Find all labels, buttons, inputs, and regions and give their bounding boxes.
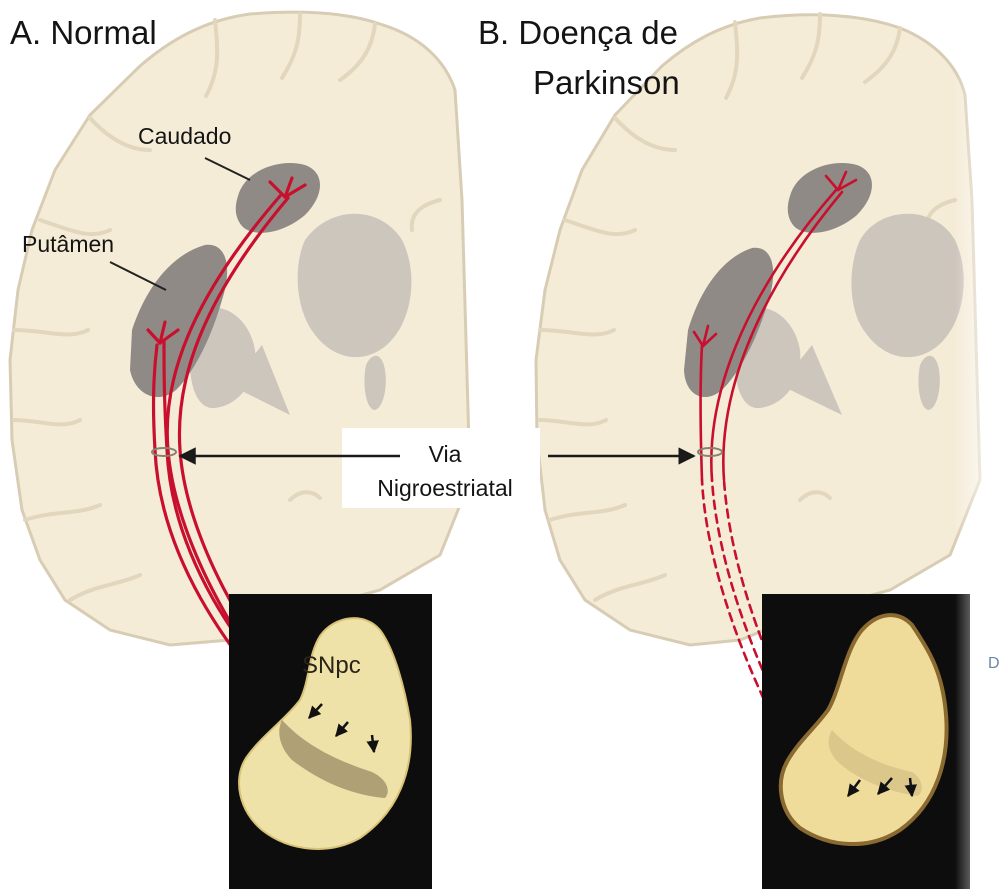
stray-glyph: D bbox=[988, 655, 1000, 672]
snpc-photo-normal: SNpc bbox=[229, 594, 432, 889]
pathway-label-line2: Nigroestriatal bbox=[377, 475, 513, 501]
panel-b-brain-section bbox=[536, 14, 980, 645]
panel-a-title: A. Normal bbox=[10, 14, 157, 51]
panel-b-title: B. Doença de bbox=[478, 14, 678, 51]
putamen-label: Putâmen bbox=[22, 231, 114, 257]
right-edge-fade bbox=[955, 0, 1001, 889]
panel-a-brain-section bbox=[10, 12, 470, 645]
snpc-photo-parkinson bbox=[762, 594, 970, 889]
snpc-label: SNpc bbox=[302, 652, 361, 679]
panel-b-title-line2: Parkinson bbox=[533, 64, 680, 101]
pathway-label-line1: Via bbox=[429, 441, 462, 467]
caudate-label: Caudado bbox=[138, 123, 231, 149]
thalamus-b bbox=[851, 214, 963, 357]
